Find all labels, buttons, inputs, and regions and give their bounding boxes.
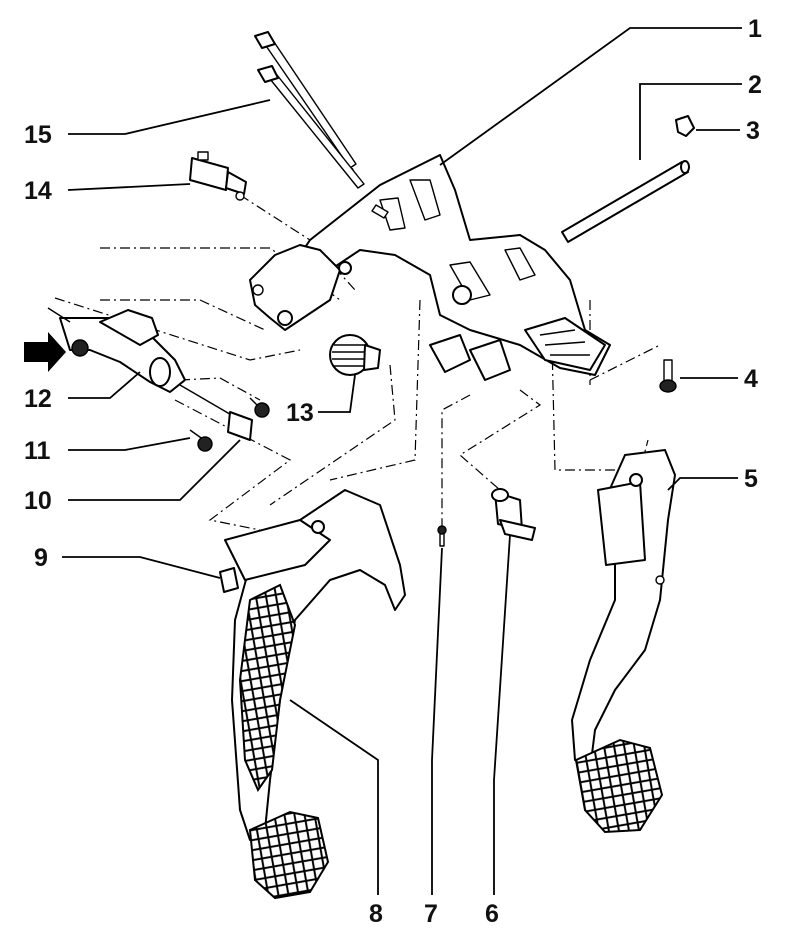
callout-13: 13 <box>286 399 314 427</box>
clip-9 <box>219 567 239 593</box>
callout-4: 4 <box>744 365 758 393</box>
pin-2 <box>561 160 690 243</box>
callout-7: 7 <box>424 900 438 928</box>
callout-8: 8 <box>369 900 383 928</box>
screw-4 <box>659 359 677 393</box>
callout-6: 6 <box>485 900 499 928</box>
switch-6 <box>491 488 536 541</box>
callout-15: 15 <box>24 121 52 149</box>
callout-5: 5 <box>744 465 758 493</box>
screw-7 <box>437 525 447 547</box>
bolt-small <box>249 397 270 418</box>
callout-2: 2 <box>748 71 762 99</box>
cylinder-12 <box>47 307 253 441</box>
bolt-pair <box>254 31 365 189</box>
leader-lines <box>62 27 742 895</box>
brake-pedal-5 <box>571 449 676 834</box>
spring-13 <box>329 334 381 376</box>
callout-12: 12 <box>24 385 52 413</box>
switch-14 <box>189 151 247 201</box>
clip-3 <box>675 115 695 137</box>
bolt-11 <box>189 429 213 452</box>
callout-labels: 1 2 3 4 5 6 7 8 9 10 11 12 13 14 15 <box>24 15 762 928</box>
clutch-pedal-8 <box>224 489 406 900</box>
callout-14: 14 <box>24 177 52 205</box>
arrow-right-icon <box>24 332 66 372</box>
callout-3: 3 <box>746 117 760 145</box>
callout-1: 1 <box>748 15 762 43</box>
callout-11: 11 <box>24 437 51 465</box>
pedal-bracket <box>249 154 611 381</box>
callout-10: 10 <box>24 487 52 515</box>
callout-9: 9 <box>34 544 48 572</box>
